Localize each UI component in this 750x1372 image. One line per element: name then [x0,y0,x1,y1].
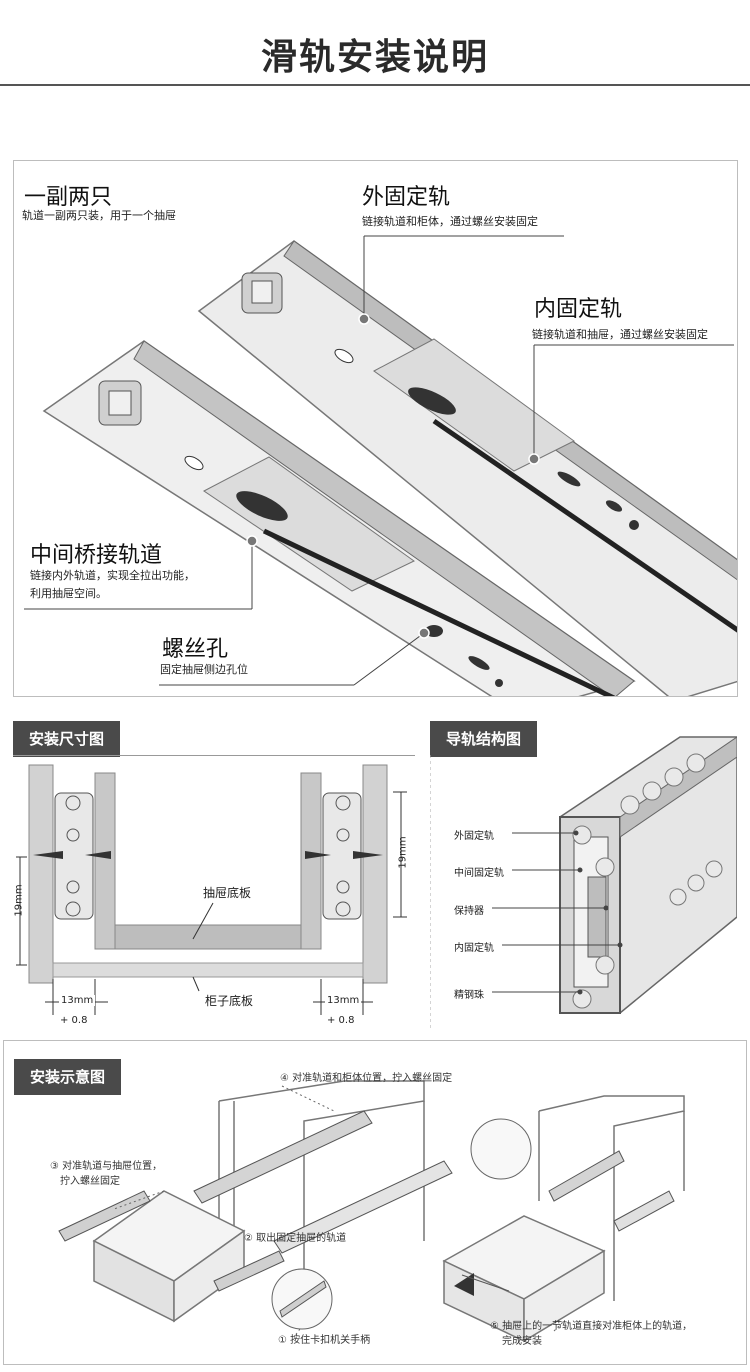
dimension-drawing [13,755,415,1015]
step-1-text: ① 按住卡扣机关手柄 [278,1335,371,1346]
middle-rail-desc-line2: 利用抽屉空间。 [30,587,107,600]
screws [33,851,383,859]
structure-label-inner: 内固定轨 [454,943,494,954]
structure-panel: 导轨结构图 外固定轨 中间固定轨 保持器 内固定轨 精钢珠 [430,717,737,1029]
step-5-line2: 完成安装 [502,1336,542,1347]
structure-label-retainer: 保持器 [454,906,484,917]
cabinet-wall-left [28,764,54,984]
left-gap-label: 13mm [59,995,96,1006]
callout-lines [24,235,734,686]
structure-label-outer: 外固定轨 [454,831,494,842]
rail-overview-panel: 一副两只 轨道一副两只装，用于一个抽屉 外固定轨 链接轨道和柜体，通过螺丝安装固… [13,160,738,697]
rail-illustration [24,235,737,696]
step-3-line2: 拧入螺丝固定 [60,1176,120,1187]
inner-rail-desc: 链接轨道和抽屉，通过螺丝安装固定 [532,328,708,341]
middle-rail-desc: 链接内外轨道，实现全拉出功能， 利用抽屉空间。 [30,567,195,603]
dimension-panel: 安装尺寸图 [13,717,415,1029]
structure-label-balls: 精钢珠 [454,990,484,1001]
rail-back [197,240,737,696]
drawer-bottom-board [114,924,302,950]
page-title: 滑轨安装说明 [260,37,489,78]
rail-front [42,340,636,696]
install-panel: 安装示意图 [3,1040,747,1365]
drawer-side-left [94,772,116,950]
step-5-line1: ⑤ 抽屉上的一节轨道直接对准柜体上的轨道， [490,1321,693,1332]
title-divider [0,84,750,86]
structure-drawing [430,736,737,1029]
rail-section-left [54,792,94,920]
pair-desc: 轨道一副两只装，用于一个抽屉 [22,209,176,222]
right-height-label: 19mm [397,836,409,869]
drawer-left [92,1190,246,1323]
cabinet-bottom-board [52,962,364,978]
steel-balls [572,753,723,1009]
stopper-clip-back [241,272,283,314]
magnifier-circle-right [470,1118,532,1180]
drawer-bottom-label: 抽屉底板 [203,886,252,900]
step-5-text: ⑤ 抽屉上的一节轨道直接对准柜体上的轨道， 完成安装 [490,1319,692,1349]
cabinet-wall-right [362,764,388,984]
install-drawing [58,1080,685,1343]
screw-hole-title: 螺丝孔 [162,637,229,662]
drawer-side-right [300,772,322,950]
left-tolerance-label: + 0.8 [60,1015,88,1026]
right-gap-label: 13mm [325,995,362,1006]
step-2-text: ② 取出固定抽屉的轨道 [244,1233,347,1244]
step-3-line1: ③ 对准轨道与抽屉位置， [50,1161,163,1172]
left-height-label: 19mm [13,884,25,917]
inner-rail-title: 内固定轨 [534,297,623,322]
outer-rail-desc: 链接轨道和柜体，通过螺丝安装固定 [362,215,538,228]
install-heading: 安装示意图 [14,1059,122,1095]
step-3-text: ③ 对准轨道与抽屉位置， 拧入螺丝固定 [50,1159,162,1189]
outer-rail-title: 外固定轨 [362,185,451,210]
structure-label-middle: 中间固定轨 [454,868,504,879]
structure-leaders [492,830,623,995]
direction-arrow [454,1273,474,1296]
cabinet-bottom-label: 柜子底板 [205,994,254,1008]
step-4-text: ④ 对准轨道和柜体位置，拧入螺丝固定 [280,1073,453,1084]
middle-rail-desc-line1: 链接内外轨道，实现全拉出功能， [30,569,195,582]
screw-hole-desc: 固定抽屉侧边孔位 [160,663,248,676]
structure-heading: 导轨结构图 [430,721,538,757]
middle-rail-title: 中间桥接轨道 [30,543,163,568]
dimension-heading: 安装尺寸图 [13,721,121,757]
right-tolerance-label: + 0.8 [327,1015,355,1026]
pair-title: 一副两只 [24,185,113,210]
stopper-clip-front [98,380,142,426]
